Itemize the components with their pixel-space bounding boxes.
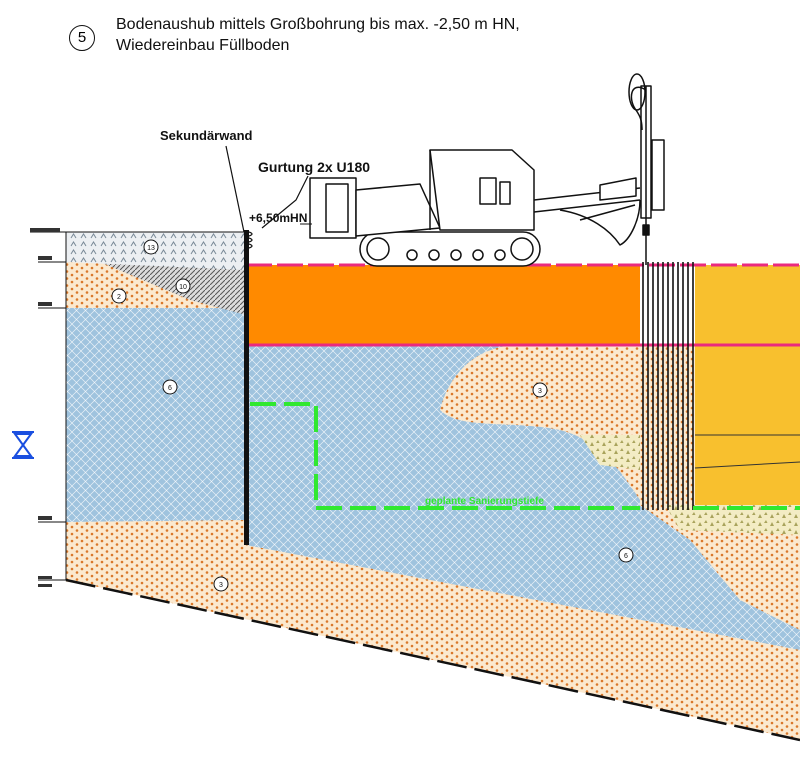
gravel-pocket-lower xyxy=(665,505,800,535)
remediation-depth-label: geplante Sanierungstiefe xyxy=(425,496,544,507)
level-label-3 xyxy=(38,302,52,306)
level-label-2 xyxy=(38,256,52,260)
secondary-wall-leader xyxy=(225,145,245,233)
waling-leader xyxy=(261,175,309,229)
gravel-pocket-upper xyxy=(580,435,640,470)
secondary-wall-label: Sekundärwand xyxy=(160,128,253,143)
bore-piles xyxy=(642,262,694,510)
title-line-2: Wiedereinbau Füllboden xyxy=(116,37,290,54)
bottom-boundary xyxy=(65,578,800,742)
level-label-4 xyxy=(38,516,52,520)
drilling-rig xyxy=(309,73,665,267)
layer-13-number: 13 xyxy=(147,245,155,252)
sand-island-3 xyxy=(440,345,640,500)
layer-6-left-number: 6 xyxy=(168,385,172,392)
level-top-label: +6,50mHN xyxy=(249,211,307,225)
layer-6-lower-number: 6 xyxy=(624,553,628,560)
title-line-1: Bodenaushub mittels Großbohrung bis max.… xyxy=(116,16,520,33)
fill-soil-zone xyxy=(246,265,640,345)
layer-3-bottom-number: 3 xyxy=(219,582,223,589)
level-label-top xyxy=(30,228,60,232)
clay-layer-6-left xyxy=(66,308,246,522)
layer-3-island-number: 3 xyxy=(538,388,542,395)
layer-markers: 13 2 10 6 3 6 3 xyxy=(111,239,634,592)
groundwater-icon xyxy=(12,431,34,459)
waling-hooks xyxy=(248,231,253,249)
step-number-circle: 5 xyxy=(69,25,95,51)
level-label-6 xyxy=(38,584,52,587)
sheet-pile-wall xyxy=(244,230,249,545)
layer-10-number: 10 xyxy=(179,284,187,291)
gold-fill-right xyxy=(695,265,800,505)
diagram-title: Bodenaushub mittels Großbohrung bis max.… xyxy=(116,14,520,56)
level-label-5 xyxy=(38,576,52,579)
layer-2-number: 2 xyxy=(117,294,121,301)
hatched-layer-10 xyxy=(100,262,246,315)
clay-layer-6-lower xyxy=(246,505,800,650)
waling-label: Gurtung 2x U180 xyxy=(258,159,370,175)
level-ticks xyxy=(30,231,66,581)
remediation-depth-line xyxy=(250,402,640,510)
